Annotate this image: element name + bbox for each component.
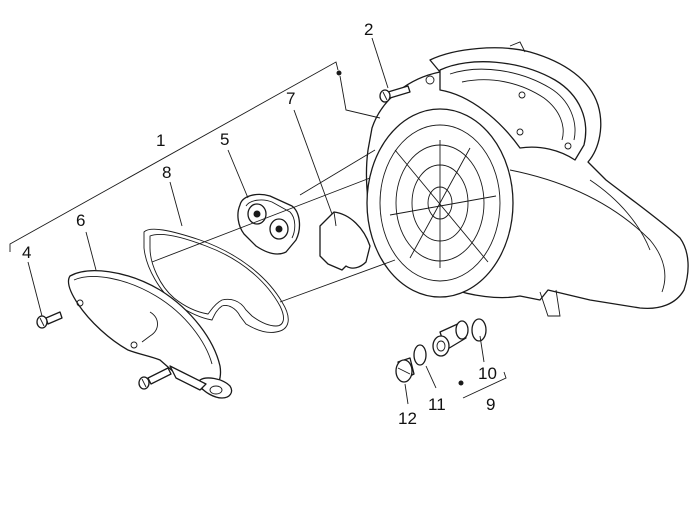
callout-8: 8	[162, 163, 171, 182]
o-ring-11	[413, 344, 427, 366]
o-ring-10	[471, 318, 487, 342]
screw-4	[36, 311, 63, 329]
callout-12: 12	[398, 409, 417, 428]
callout-1: 1	[156, 131, 165, 150]
leader-lines	[9, 37, 485, 405]
callout-6: 6	[76, 211, 85, 230]
outer-cover-6	[67, 270, 233, 399]
screw-2	[379, 85, 411, 103]
filter-sleeve	[432, 335, 450, 357]
plate-7	[319, 211, 371, 271]
callout-9: 9	[486, 395, 495, 414]
callout-2: 2	[364, 20, 373, 39]
transmission-housing	[365, 41, 689, 317]
callout-5: 5	[220, 130, 229, 149]
inspection-cover-5	[237, 193, 301, 255]
callout-11: 11	[428, 395, 446, 414]
callout-7: 7	[286, 89, 295, 108]
callout-10: 10	[478, 364, 497, 383]
drain-plug-assembly	[395, 318, 507, 399]
screw-lower	[138, 367, 172, 390]
callout-4: 4	[22, 243, 31, 262]
